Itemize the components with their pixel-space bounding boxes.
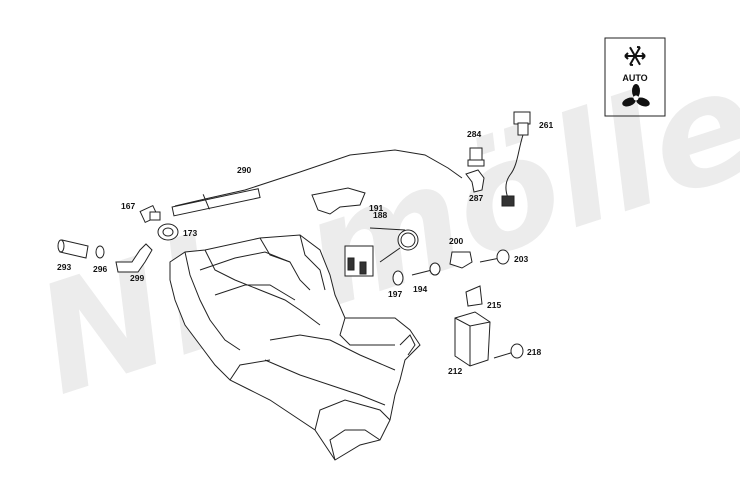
label-290: 290 xyxy=(237,165,251,175)
part-188-spring xyxy=(369,227,419,263)
part-299-elbow xyxy=(115,243,153,273)
climate-badge: AUTO xyxy=(604,37,666,117)
part-173-grommet xyxy=(157,223,179,241)
label-203: 203 xyxy=(514,254,528,264)
label-197: 197 xyxy=(388,289,402,299)
part-203-screw xyxy=(479,249,510,265)
part-200-bracket xyxy=(449,251,473,269)
part-labels: 261 284 287 290 167 173 191 188 200 203 … xyxy=(57,120,553,376)
part-212-module xyxy=(454,311,491,367)
label-212: 212 xyxy=(448,366,462,376)
part-261-sensor xyxy=(501,111,531,207)
label-299: 299 xyxy=(130,273,144,283)
heater-housing xyxy=(169,234,421,461)
part-284-connector xyxy=(467,147,485,167)
part-197-washer xyxy=(392,270,404,286)
label-200: 200 xyxy=(449,236,463,246)
part-293-hose xyxy=(57,239,89,259)
part-290-cable xyxy=(171,149,463,217)
fan-icon xyxy=(622,84,650,107)
label-191: 191 xyxy=(369,203,383,213)
label-215: 215 xyxy=(487,300,501,310)
label-173: 173 xyxy=(183,228,197,238)
label-287: 287 xyxy=(469,193,483,203)
label-261: 261 xyxy=(539,120,553,130)
label-188: 188 xyxy=(373,210,387,220)
part-296-ring xyxy=(95,245,105,259)
part-167-clip xyxy=(139,204,161,224)
label-167: 167 xyxy=(121,201,135,211)
part-287-elbow xyxy=(465,169,485,193)
part-191-gasket xyxy=(311,187,366,215)
badge-frame xyxy=(604,37,666,117)
part-218-screw xyxy=(493,343,524,359)
label-194: 194 xyxy=(413,284,427,294)
part-215-cover xyxy=(465,285,483,307)
snowflake-icon xyxy=(624,46,646,66)
part-actuator-block xyxy=(344,245,374,277)
label-218: 218 xyxy=(527,347,541,357)
badge-auto-label: AUTO xyxy=(622,73,647,83)
label-296: 296 xyxy=(93,264,107,274)
part-194-screw xyxy=(411,262,441,276)
label-293: 293 xyxy=(57,262,71,272)
label-284: 284 xyxy=(467,129,481,139)
